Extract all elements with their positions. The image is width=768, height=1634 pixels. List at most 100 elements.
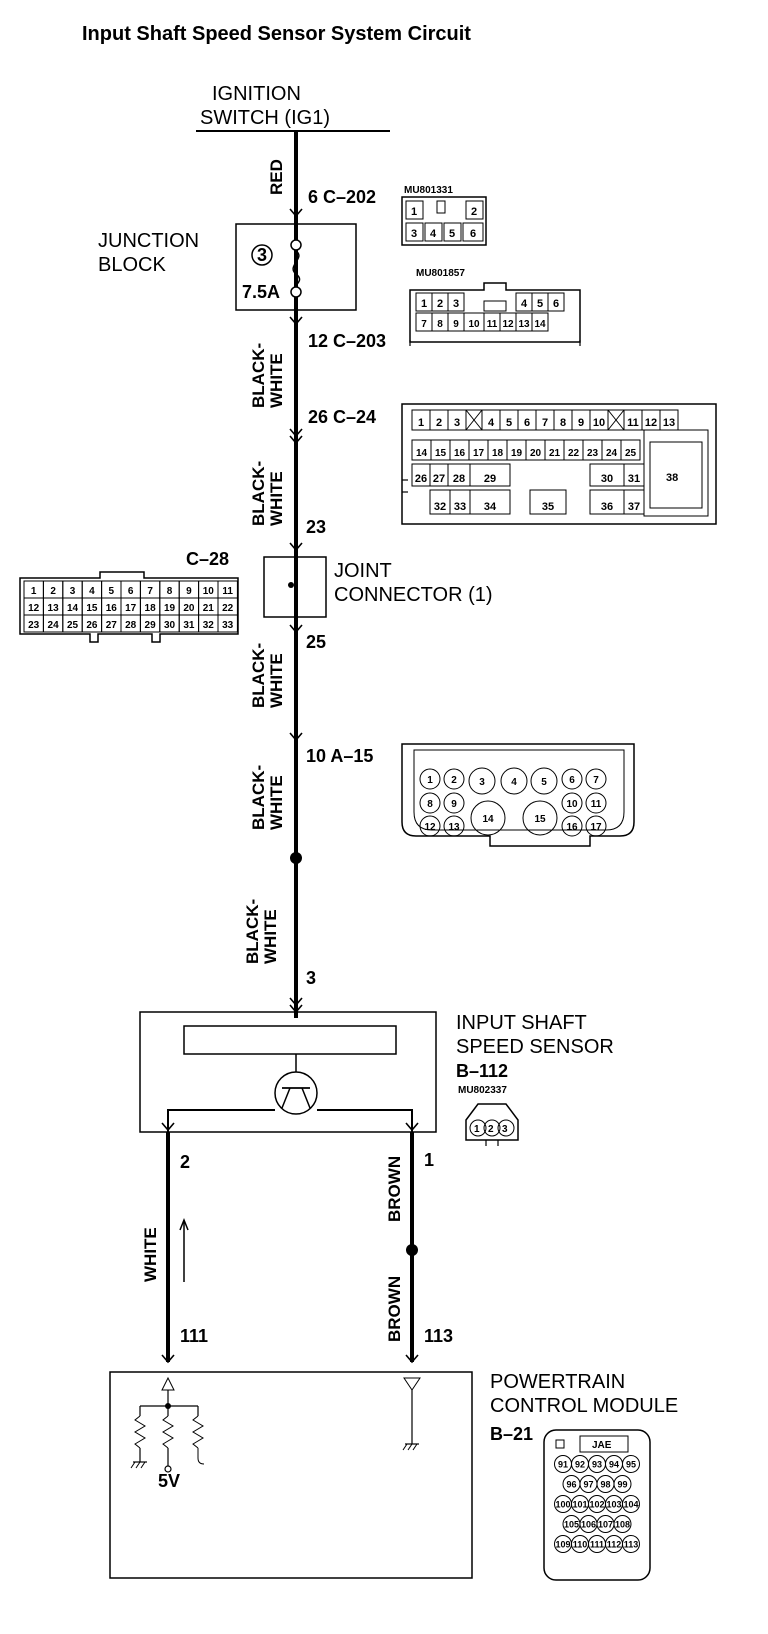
c24-pin-38: 38 <box>666 472 678 484</box>
c28-pin-3: 3 <box>70 586 76 597</box>
a15-pin-5-ring <box>530 767 558 795</box>
sensor-transistor <box>274 1071 318 1115</box>
a15-pin-6: 6 <box>569 775 575 786</box>
a15-pin-16-ring <box>561 815 583 837</box>
c24-pin-15: 15 <box>435 448 447 459</box>
pcm-input-circuit <box>130 1376 205 1473</box>
c24-pin-20: 20 <box>530 448 542 459</box>
c24-pin-3: 3 <box>454 417 460 429</box>
mu801857-pin-2: 2 <box>437 298 443 310</box>
a15-pin-1-ring <box>419 768 441 790</box>
mu801857-pin-4: 4 <box>521 298 528 310</box>
c28-pin-16: 16 <box>106 603 118 614</box>
a15-pin-5: 5 <box>541 777 547 788</box>
joint-connector-box <box>263 556 327 618</box>
joint-connector-label-line2: CONNECTOR (1) <box>334 584 493 606</box>
pcm-supply-voltage: 5V <box>158 1471 180 1491</box>
pin-label-113: 113 <box>424 1326 453 1346</box>
sensor-connector-pins: 1 2 3 <box>469 1119 515 1137</box>
mu801331-pin-6: 6 <box>470 228 476 240</box>
ignition-switch-label-line1: IGNITION <box>212 83 301 105</box>
pcm-pin-99-ring <box>613 1475 632 1493</box>
a15-pin-8: 8 <box>427 799 433 810</box>
c24-pin-25-cell <box>620 439 641 461</box>
pcm-pin-104-ring <box>622 1495 640 1513</box>
c24-pin-31-cell <box>623 463 645 487</box>
ignition-switch-label-line2: SWITCH (IG1) <box>200 107 330 129</box>
pcm-pin-97: 97 <box>583 1480 593 1490</box>
c24-pin-22: 22 <box>568 448 580 459</box>
pcm-connector-code: B–21 <box>490 1424 533 1444</box>
a15-pin-8-ring <box>419 792 441 814</box>
pin-label-c202: 6 C–202 <box>308 187 376 207</box>
c24-pin-7: 7 <box>542 417 548 429</box>
a15-pin-17: 17 <box>590 822 602 833</box>
mu801857-part-number: MU801857 <box>416 268 465 279</box>
pin-label-3: 3 <box>306 968 316 988</box>
c28-pin-5: 5 <box>109 586 115 597</box>
wire-color-bw4-b: WHITE <box>267 775 286 830</box>
sensor-element <box>183 1025 397 1055</box>
pcm-pin-104: 104 <box>623 1500 638 1510</box>
wire-color-bw4-a: BLACK- <box>249 765 268 830</box>
c24-pin-35: 35 <box>542 501 554 513</box>
c24-pin-29: 29 <box>484 473 496 485</box>
c24-pin-37-cell <box>623 489 645 515</box>
wire-color-bw5-b: WHITE <box>261 909 280 964</box>
pcm-pin-111: 111 <box>590 1540 604 1550</box>
pin-label-c203: 12 C–203 <box>308 331 386 351</box>
pcm-pin-112: 112 <box>607 1540 622 1550</box>
mu801331-pin-3: 3 <box>411 228 417 240</box>
c24-pin-14: 14 <box>416 448 428 459</box>
mu801857-pin-12: 12 <box>502 319 514 330</box>
mu801857-pin-13: 13 <box>518 319 530 330</box>
pcm-pin-109: 109 <box>555 1540 570 1550</box>
mu801857-pin-14: 14 <box>534 319 546 330</box>
c28-pin-1: 1 <box>31 586 37 597</box>
c24-pin-21: 21 <box>549 448 561 459</box>
mu801857-pin-14-cell <box>531 312 549 332</box>
c28-pin-22: 22 <box>222 603 234 614</box>
c24-pin-28: 28 <box>453 473 465 485</box>
mu801857-pin-6: 6 <box>553 298 559 310</box>
c24-pin-35-cell <box>529 489 567 515</box>
sensor-trace-right <box>317 1109 413 1148</box>
pcm-label-line2: CONTROL MODULE <box>490 1395 678 1417</box>
pcm-pin-105: 105 <box>564 1520 579 1530</box>
pcm-pin-92: 92 <box>575 1460 585 1470</box>
c24-pin-18: 18 <box>492 448 504 459</box>
c24-connector: 38 <box>401 403 717 525</box>
a15-pin-11-ring <box>585 792 607 814</box>
c28-pin-7: 7 <box>147 586 153 597</box>
pcm-pin-106: 106 <box>581 1520 596 1530</box>
mu801857-pin-11: 11 <box>487 319 498 330</box>
mu801331-pin-4: 4 <box>430 228 437 240</box>
a15-pin-14: 14 <box>482 814 494 825</box>
pcm-ground-circuit <box>402 1377 421 1451</box>
mu801857-pin-8: 8 <box>437 319 443 330</box>
pcm-pin-100: 100 <box>555 1500 570 1510</box>
sensor-connector-face <box>465 1103 519 1141</box>
joint-connector-dot <box>288 582 294 588</box>
wire-color-brown-upper: BROWN <box>385 1156 404 1222</box>
pcm-pin-108-ring <box>613 1515 632 1533</box>
c28-pin-33: 33 <box>222 620 234 631</box>
a15-pin-6-ring <box>561 768 583 790</box>
wire-color-bw3-b: WHITE <box>267 653 286 708</box>
fuse-number: 3 <box>257 245 267 265</box>
junction-block-box <box>235 223 357 311</box>
a15-pin-13-ring <box>443 815 465 837</box>
c24-pin-36: 36 <box>601 501 613 513</box>
c24-blank-b-x2 <box>607 409 625 431</box>
pcm-pin-101: 101 <box>572 1500 587 1510</box>
a15-pin-17-ring <box>585 815 607 837</box>
mu801331-pin-5: 5 <box>449 228 455 240</box>
a15-pin-14-ring <box>470 800 506 836</box>
fuse-terminal-top <box>290 239 302 251</box>
pcm-box <box>109 1371 473 1579</box>
a15-pin-9-ring <box>443 792 465 814</box>
pcm-pin-99: 99 <box>617 1480 627 1490</box>
sensor-part-number: MU802337 <box>458 1085 507 1096</box>
